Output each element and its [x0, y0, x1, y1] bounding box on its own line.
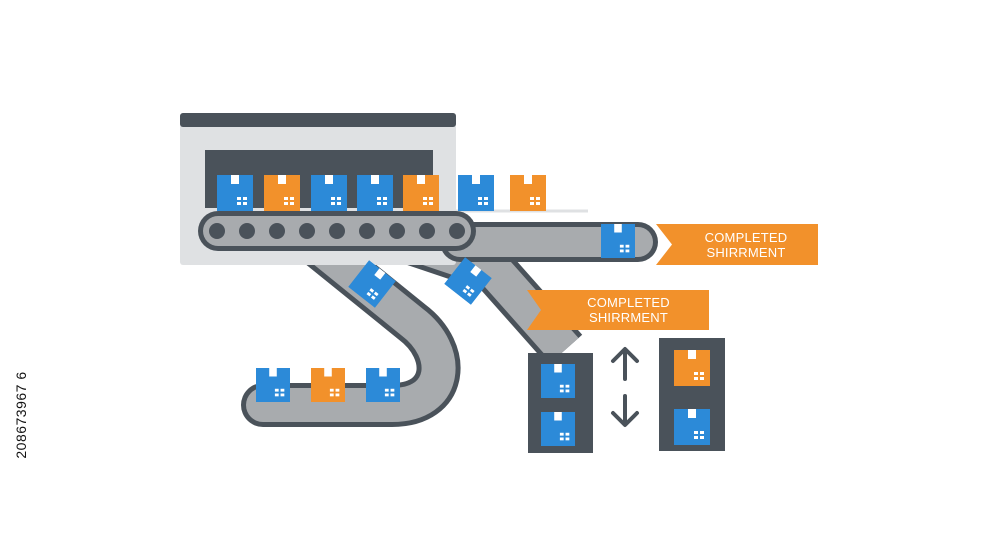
- arrow-down-icon: [611, 394, 639, 427]
- box-icon: [601, 224, 635, 258]
- left-bin: [528, 353, 593, 453]
- main-roller-belt: [198, 211, 476, 251]
- roller-icon: [239, 223, 255, 239]
- roller-icon: [419, 223, 435, 239]
- roller-icon: [269, 223, 285, 239]
- banner-line-2: SHIRRMENT: [588, 310, 669, 325]
- roller-icon: [389, 223, 405, 239]
- arrow-up-icon: [611, 347, 639, 381]
- roller-icon: [299, 223, 315, 239]
- stock-image-id: 208673967 6: [6, 295, 36, 535]
- curved-conveyor: [241, 224, 461, 427]
- box-icon: [256, 368, 290, 402]
- box-icon: [541, 412, 575, 446]
- roller-icon: [359, 223, 375, 239]
- box-icon: [674, 350, 710, 386]
- banner-1-shape: [656, 224, 818, 265]
- banner-2-shape: [527, 290, 709, 330]
- box-icon: [541, 364, 575, 398]
- box-icon: [674, 409, 710, 445]
- banner-line-1: COMPLETED: [704, 229, 788, 245]
- box-icon: [311, 368, 345, 402]
- box-icon: [366, 368, 400, 402]
- belt-boxes: [217, 175, 546, 211]
- right-bin: [659, 338, 725, 451]
- box-icon: [403, 175, 439, 211]
- stock-image-id-text: 208673967 6: [13, 371, 29, 459]
- banner-line-1: COMPLETED: [587, 295, 670, 310]
- roller-icon: [449, 223, 465, 239]
- box-icon: [217, 175, 253, 211]
- box-icon: [311, 175, 347, 211]
- roller-icon: [209, 223, 225, 239]
- box-icon: [357, 175, 393, 211]
- completed-shipment-banner-2: COMPLETED SHIRRMENT: [548, 290, 709, 330]
- box-icon: [458, 175, 494, 211]
- box-icon: [510, 175, 546, 211]
- roller-icon: [329, 223, 345, 239]
- banner-line-2: SHIRRMENT: [706, 244, 786, 260]
- rollers: [209, 223, 465, 239]
- completed-shipment-banner-1: COMPLETED SHIRRMENT: [674, 224, 818, 265]
- box-icon: [264, 175, 300, 211]
